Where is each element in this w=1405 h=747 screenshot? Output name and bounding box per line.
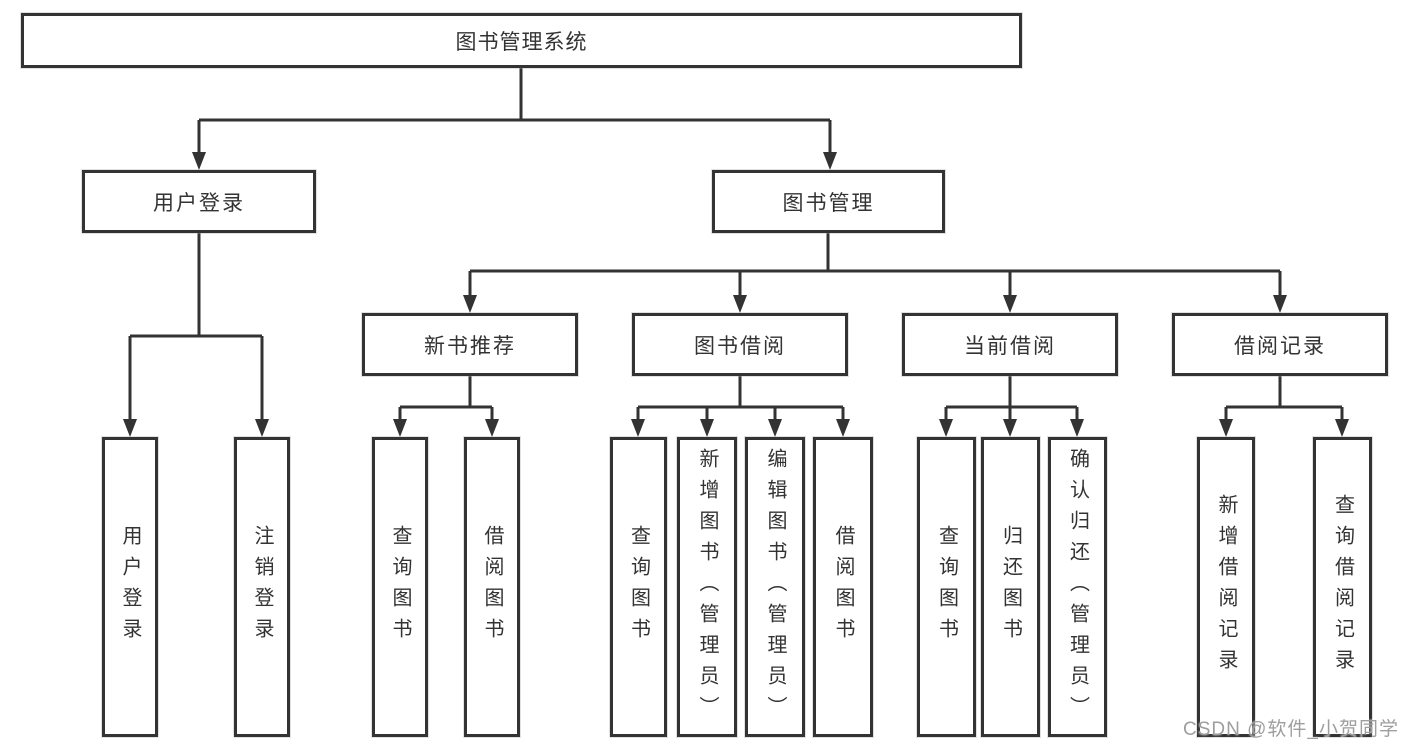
branch-label: 图书管理: [782, 191, 875, 215]
node-leaf-user-login: 用户登录: [102, 437, 158, 737]
arrowhead: [700, 419, 714, 437]
arrowhead: [768, 419, 782, 437]
node-branch-user-login: 用户登录: [82, 170, 316, 233]
node-branch-book-management: 图书管理: [712, 170, 945, 233]
node-leaf-add-books-admin: 新增图书（管理员）: [677, 437, 737, 737]
connector-recommend-to-leaves: [398, 376, 494, 420]
arrowhead: [192, 152, 206, 170]
node-leaf-current-query-books: 查询图书: [917, 437, 976, 737]
leaf-label: 用户登录: [119, 525, 141, 649]
arrowhead: [463, 295, 477, 313]
leaf-label: 借阅图书: [832, 525, 854, 649]
leaf-label: 确认归还（管理员）: [1066, 447, 1089, 727]
arrowhead: [939, 419, 953, 437]
node-leaf-confirm-return-admin: 确认归还（管理员）: [1048, 437, 1107, 737]
arrowhead: [1003, 295, 1017, 313]
node-leaf-borrow-query-books: 查询图书: [610, 437, 667, 737]
leaf-label: 新增图书（管理员）: [696, 447, 718, 727]
arrowhead: [485, 419, 499, 437]
arrowhead: [255, 419, 269, 437]
leaf-label: 注销登录: [251, 525, 273, 649]
group-label: 图书借阅: [694, 334, 786, 358]
arrowhead: [836, 419, 850, 437]
connector-root-to-branches: [197, 68, 832, 153]
node-leaf-query-borrow-record: 查询借阅记录: [1313, 437, 1372, 737]
arrowhead: [823, 152, 837, 170]
node-leaf-recommend-query-books: 查询图书: [372, 437, 428, 737]
arrowhead: [733, 295, 747, 313]
group-label: 借阅记录: [1234, 334, 1326, 358]
node-group-current-borrow: 当前借阅: [902, 313, 1118, 376]
connector-login-to-leaves: [128, 233, 264, 420]
leaf-label: 借阅图书: [481, 525, 503, 649]
node-leaf-borrow-books: 借阅图书: [813, 437, 873, 737]
arrowhead: [631, 419, 645, 437]
node-root-system: 图书管理系统: [21, 13, 1022, 68]
arrowhead: [1335, 419, 1349, 437]
group-label: 当前借阅: [964, 334, 1056, 358]
node-leaf-recommend-borrow-books: 借阅图书: [464, 437, 520, 737]
node-root-label: 图书管理系统: [455, 30, 588, 54]
node-leaf-edit-books-admin: 编辑图书（管理员）: [745, 437, 805, 737]
connector-current-to-leaves: [944, 376, 1079, 420]
arrowhead: [1219, 419, 1233, 437]
group-label: 新书推荐: [424, 334, 516, 358]
leaf-label: 编辑图书（管理员）: [764, 447, 786, 727]
node-leaf-add-borrow-record: 新增借阅记录: [1197, 437, 1255, 737]
leaf-label: 查询图书: [389, 525, 411, 649]
node-group-book-borrow: 图书借阅: [632, 313, 848, 376]
arrowhead: [1070, 419, 1084, 437]
arrowhead: [393, 419, 407, 437]
arrowhead: [1273, 295, 1287, 313]
node-group-new-book-recommend: 新书推荐: [362, 313, 578, 376]
arrowhead: [123, 419, 137, 437]
leaf-label: 归还图书: [999, 525, 1022, 649]
connector-borrow-to-leaves: [636, 376, 845, 420]
arrowhead: [1003, 419, 1017, 437]
branch-label: 用户登录: [153, 191, 245, 215]
node-leaf-logout: 注销登录: [234, 437, 290, 737]
node-leaf-return-books: 归还图书: [981, 437, 1040, 737]
connector-records-to-leaves: [1224, 376, 1344, 420]
leaf-label: 查询借阅记录: [1331, 494, 1354, 680]
leaf-label: 新增借阅记录: [1215, 494, 1237, 680]
leaf-label: 查询图书: [935, 525, 958, 649]
leaf-label: 查询图书: [627, 525, 650, 649]
csdn-watermark: CSDN @软件_小贺同学: [1183, 719, 1399, 740]
node-group-borrow-records: 借阅记录: [1172, 313, 1388, 376]
connector-manage-to-groups: [468, 233, 1282, 296]
